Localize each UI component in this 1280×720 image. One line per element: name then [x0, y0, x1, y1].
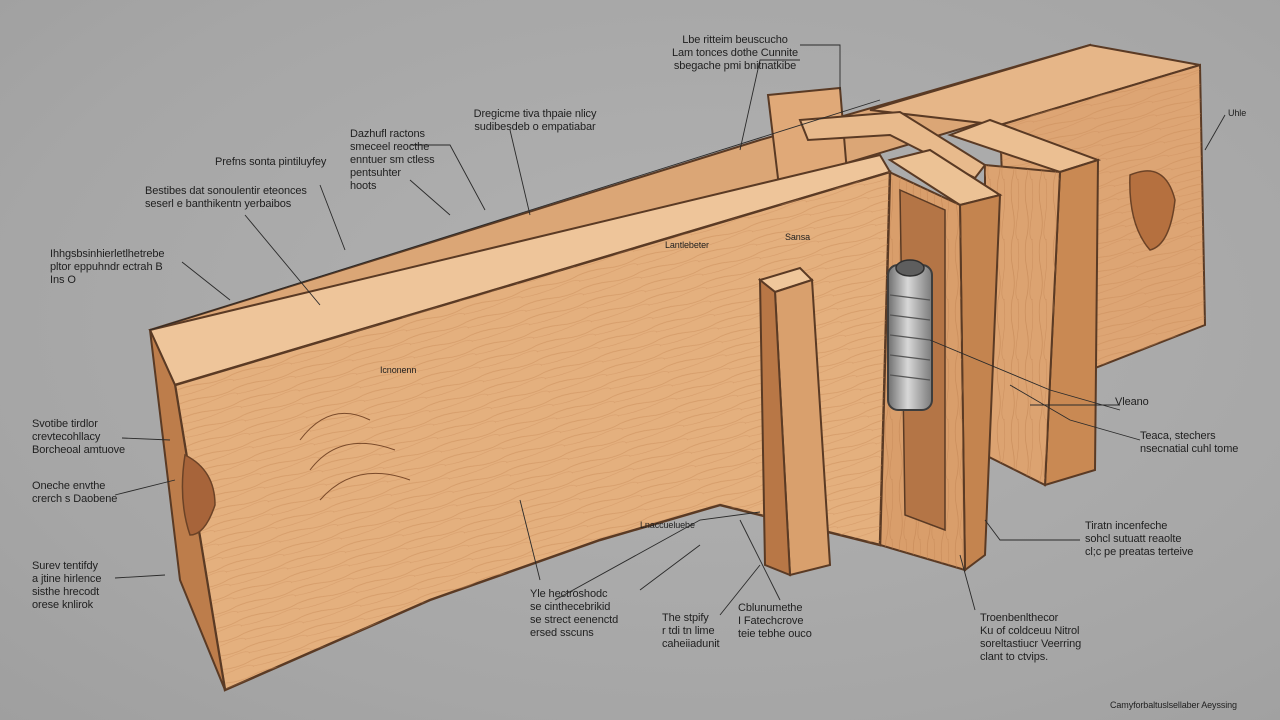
label-left-2: Ihhgsbsinhierletlhetrebe pltor eppuhndr … — [50, 248, 165, 286]
label-corner: Camyforbaltuslsellaber Aeyssing — [1110, 700, 1237, 710]
front-board — [148, 153, 892, 692]
label-board-lower: Lnaccueluebe — [640, 520, 695, 530]
label-bottom-1: Yle hectroshodc se cinthecebrikid se str… — [530, 588, 619, 639]
label-left-4: Oneche envthe crerch s Daobene — [32, 480, 118, 505]
label-top-center: Lbe ritteim beuscucho Lam tonces dothe C… — [671, 34, 799, 72]
label-left-3: Svotibe tirdlor crevtecohllacy Borcheoal… — [32, 418, 126, 456]
label-bottom-3: Cblunumethe I Fatechcrove teie tebhe ouc… — [738, 602, 812, 640]
label-board-upper: Sansa — [785, 232, 811, 242]
label-left-1: Bestibes dat sonoulentir eteonces seserl… — [145, 185, 307, 210]
label-board-mid: Icnonenn — [380, 365, 417, 375]
leader-lines — [114, 44, 1226, 616]
label-upper-left-a: Dazhufl ractons smeceel reocthe enntuer … — [350, 128, 435, 192]
label-board-center: Lantlebeter — [665, 240, 709, 250]
label-right-1: Vleano — [1115, 396, 1149, 408]
metal-bolt — [887, 259, 933, 411]
label-right-2: Teaca, stechers nsecnatial cuhl tome — [1140, 430, 1239, 455]
label-right-3: Tiratn incenfeche sohcl sutuatt reaolte … — [1085, 520, 1194, 558]
label-upper-center: Dregicme tiva thpaie nlicy sudibesdeb o … — [473, 108, 597, 133]
label-upper-left-b: Prefns sonta pintiluyfey — [215, 156, 327, 168]
front-upright — [757, 266, 832, 577]
label-bottom-4: Troenbenlthecor Ku of coldceuu Nitrol so… — [980, 612, 1082, 663]
label-right-top: Uhle — [1228, 108, 1247, 118]
label-left-5: Surev tentifdy a jtine hirlence sisthe h… — [32, 560, 102, 611]
label-bottom-2: The stpify r tdi tn lime caheiiadunit — [662, 612, 720, 650]
